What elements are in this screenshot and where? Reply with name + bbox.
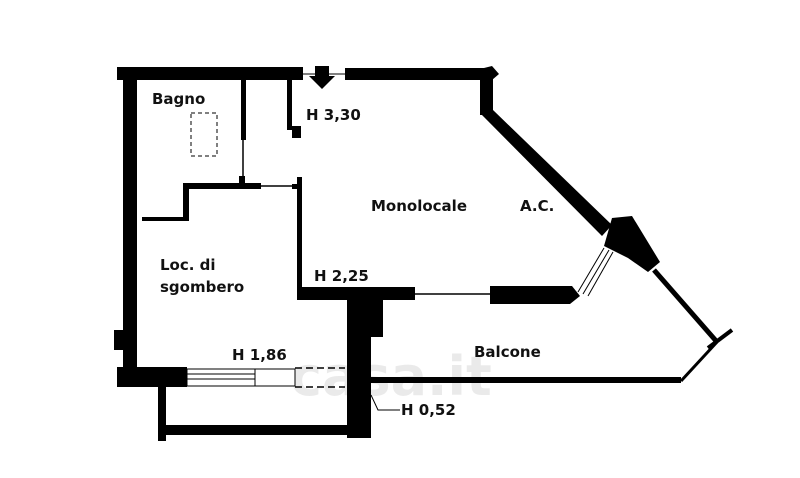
wall-bagno-bottom [183, 183, 261, 189]
wall-column-vertical [347, 290, 371, 438]
wall-balcony-side [490, 286, 580, 304]
balcony-railing-diagonal [652, 268, 719, 344]
wall-entrance [287, 80, 292, 130]
wall-left [123, 80, 137, 387]
wall-storage-left [158, 385, 166, 441]
watermark: casa.it [290, 345, 492, 408]
h052-leader [370, 394, 400, 411]
window-diagonal [577, 247, 605, 293]
wall-top-right [345, 68, 490, 80]
wall-bagno-step [183, 183, 189, 221]
entrance-arrow-icon [309, 66, 335, 89]
room-label-balcone: Balcone [474, 343, 541, 361]
room-label-monolocale: Monolocale [371, 197, 467, 215]
wall-right-vertical [480, 75, 493, 115]
wall-stub [292, 184, 298, 189]
room-label-bagno: Bagno [152, 90, 205, 108]
wall-bottom-left [117, 367, 187, 387]
height-label-052: H 0,52 [401, 401, 456, 419]
thin-lines [186, 73, 734, 411]
height-label-225: H 2,25 [314, 267, 369, 285]
walls [114, 66, 681, 441]
wall-stub [239, 176, 245, 184]
wall-entrance-foot [292, 126, 301, 138]
wall-storage-bottom [158, 425, 371, 435]
room-label-loc-line2: sgombero [160, 278, 244, 296]
window-diagonal [582, 249, 610, 295]
window-diagonal [587, 251, 614, 297]
wall-diagonal-window-block [604, 216, 660, 272]
height-label-186: H 1,86 [232, 346, 287, 364]
landing [254, 368, 296, 387]
wall-monolocale-left [297, 177, 302, 292]
balcony-railing-end [706, 328, 734, 350]
wall-diagonal [480, 110, 612, 236]
balcony-railing-bottom [367, 377, 681, 383]
room-label-loc-line1: Loc. di [160, 256, 216, 274]
wall-top-left [117, 67, 303, 80]
room-label-ac: A.C. [520, 197, 554, 215]
shower-tray [190, 112, 218, 157]
balcony-railing-corner [679, 340, 719, 383]
wall-left-bump [114, 330, 124, 350]
stairs [186, 368, 256, 387]
wall-bagno-left-lower [142, 217, 189, 221]
height-label-330: H 3,30 [306, 106, 361, 124]
wall-bagno-right [241, 80, 246, 140]
